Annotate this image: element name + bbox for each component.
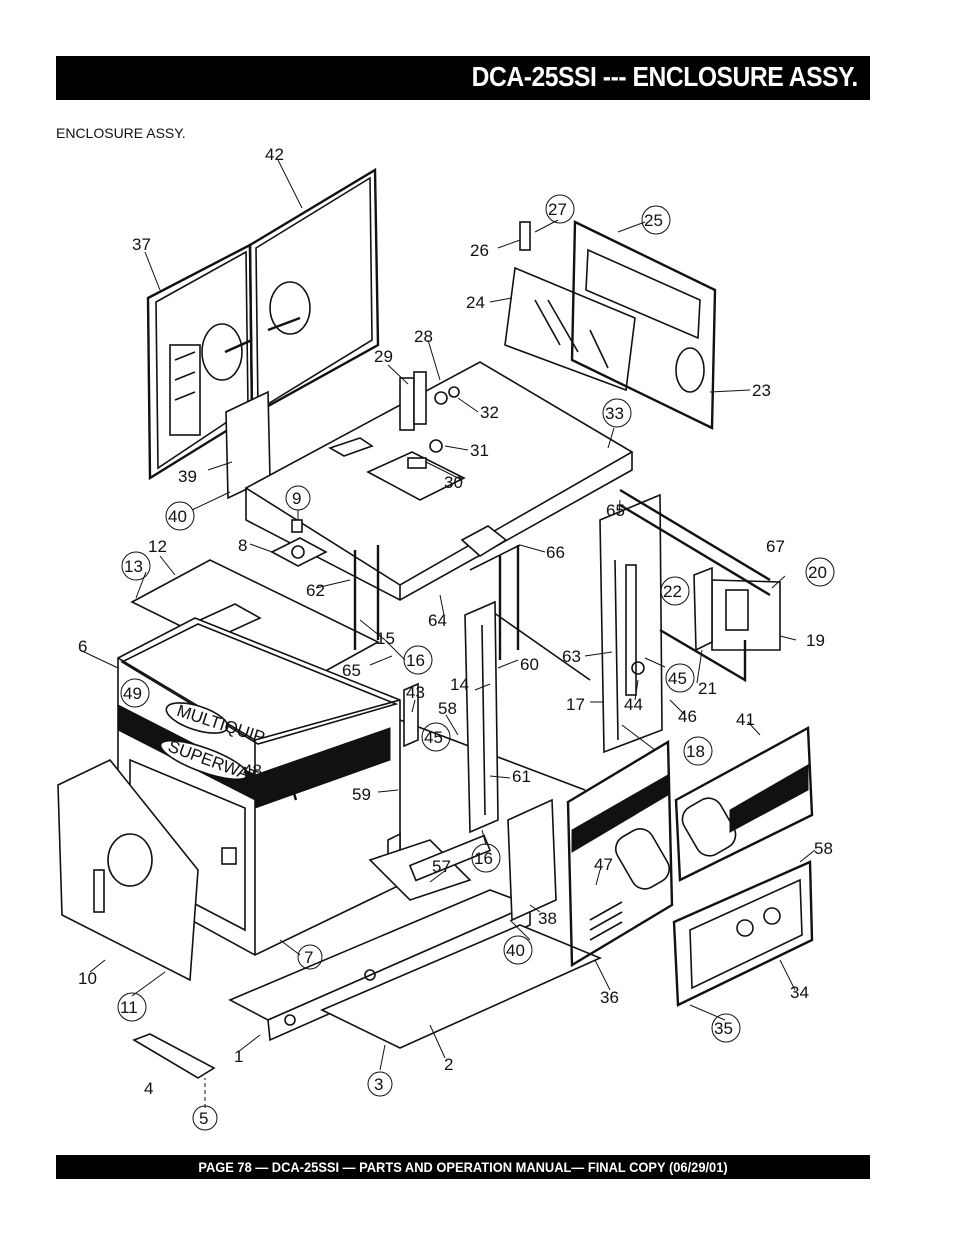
part-29-latch [399, 371, 460, 469]
callout-2: 2 [444, 1055, 453, 1074]
callout-14: 14 [450, 675, 469, 694]
callout-63: 63 [562, 647, 581, 666]
title-bar: DCA-25SSI --- ENCLOSURE ASSY. [56, 56, 870, 100]
callout-40b: 40 [506, 941, 525, 960]
callout-58b: 58 [814, 839, 833, 858]
callout-45b: 45 [668, 669, 687, 688]
callout-45a: 45 [424, 728, 443, 747]
callout-23: 23 [752, 381, 771, 400]
callout-35: 35 [714, 1019, 733, 1038]
footer-text: PAGE 78 — DCA-25SSI — PARTS AND OPERATIO… [198, 1159, 728, 1175]
callout-42: 42 [265, 145, 284, 164]
callout-49: 49 [123, 684, 142, 703]
callout-62: 62 [306, 581, 325, 600]
part-10-side-panel [57, 759, 237, 982]
callout-65a: 65 [606, 501, 625, 520]
callout-46: 46 [678, 707, 697, 726]
callout-13: 13 [124, 557, 143, 576]
callout-65b: 65 [342, 661, 361, 680]
section-label: ENCLOSURE ASSY. [56, 125, 186, 141]
callout-26: 26 [470, 241, 489, 260]
callout-58a: 58 [438, 699, 457, 718]
callout-24: 24 [466, 293, 485, 312]
callout-12: 12 [148, 537, 167, 556]
callout-66: 66 [546, 543, 565, 562]
circled-callouts: 27 25 33 9 40 13 20 22 16 49 45 45 18 16… [117, 194, 835, 1131]
part-8-plate [270, 519, 328, 567]
callout-19: 19 [806, 631, 825, 650]
callout-16a: 16 [406, 651, 425, 670]
callout-33: 33 [605, 404, 624, 423]
callout-1: 1 [234, 1047, 243, 1066]
callout-9: 9 [292, 489, 301, 508]
callout-21: 21 [698, 679, 717, 698]
callout-3: 3 [374, 1075, 383, 1094]
callout-27: 27 [548, 200, 567, 219]
callout-17: 17 [566, 695, 585, 714]
callout-16b: 16 [474, 849, 493, 868]
callout-6: 6 [78, 637, 87, 656]
callout-20: 20 [808, 563, 827, 582]
page-title: DCA-25SSI --- ENCLOSURE ASSY. [471, 61, 859, 92]
callout-40a: 40 [168, 507, 187, 526]
part-41-rear-door [674, 726, 814, 882]
footer-bar: PAGE 78 — DCA-25SSI — PARTS AND OPERATIO… [56, 1155, 870, 1179]
control-door-assembly [504, 220, 717, 430]
callout-59: 59 [352, 785, 371, 804]
callout-5: 5 [199, 1109, 208, 1128]
callout-30: 30 [444, 473, 463, 492]
callout-7: 7 [304, 948, 313, 967]
callout-47: 47 [594, 855, 613, 874]
callout-25: 25 [644, 211, 663, 230]
callout-29: 29 [374, 347, 393, 366]
callout-57: 57 [432, 857, 451, 876]
callout-61: 61 [512, 767, 531, 786]
part-38-panel [507, 798, 557, 922]
callout-39: 39 [178, 467, 197, 486]
callout-8: 8 [238, 536, 247, 555]
frame-structure [353, 488, 781, 878]
callout-64: 64 [428, 611, 447, 630]
callout-22: 22 [663, 582, 682, 601]
callout-36: 36 [600, 988, 619, 1007]
callout-48: 48 [243, 761, 262, 780]
top-cover [244, 361, 634, 601]
callout-28: 28 [414, 327, 433, 346]
callout-67: 67 [766, 537, 785, 556]
leader-lines [79, 159, 816, 1108]
part-4-bracket [132, 1033, 216, 1079]
callout-32: 32 [480, 403, 499, 422]
callout-60: 60 [520, 655, 539, 674]
callout-11: 11 [120, 998, 138, 1017]
callout-34: 34 [790, 983, 809, 1002]
callout-15: 15 [376, 629, 395, 648]
callout-labels: 42 37 26 24 23 28 29 32 31 30 39 8 12 65… [78, 145, 833, 1098]
callout-38: 38 [538, 909, 557, 928]
callout-31: 31 [470, 441, 489, 460]
callout-37: 37 [132, 235, 151, 254]
callout-10: 10 [78, 969, 97, 988]
callout-41: 41 [736, 710, 755, 729]
callout-43: 43 [406, 683, 425, 702]
callout-18: 18 [686, 742, 705, 761]
callout-4: 4 [144, 1079, 153, 1098]
part-36-front-door [566, 739, 674, 968]
callout-44: 44 [624, 695, 643, 714]
part-34-control-panel [672, 860, 814, 1007]
